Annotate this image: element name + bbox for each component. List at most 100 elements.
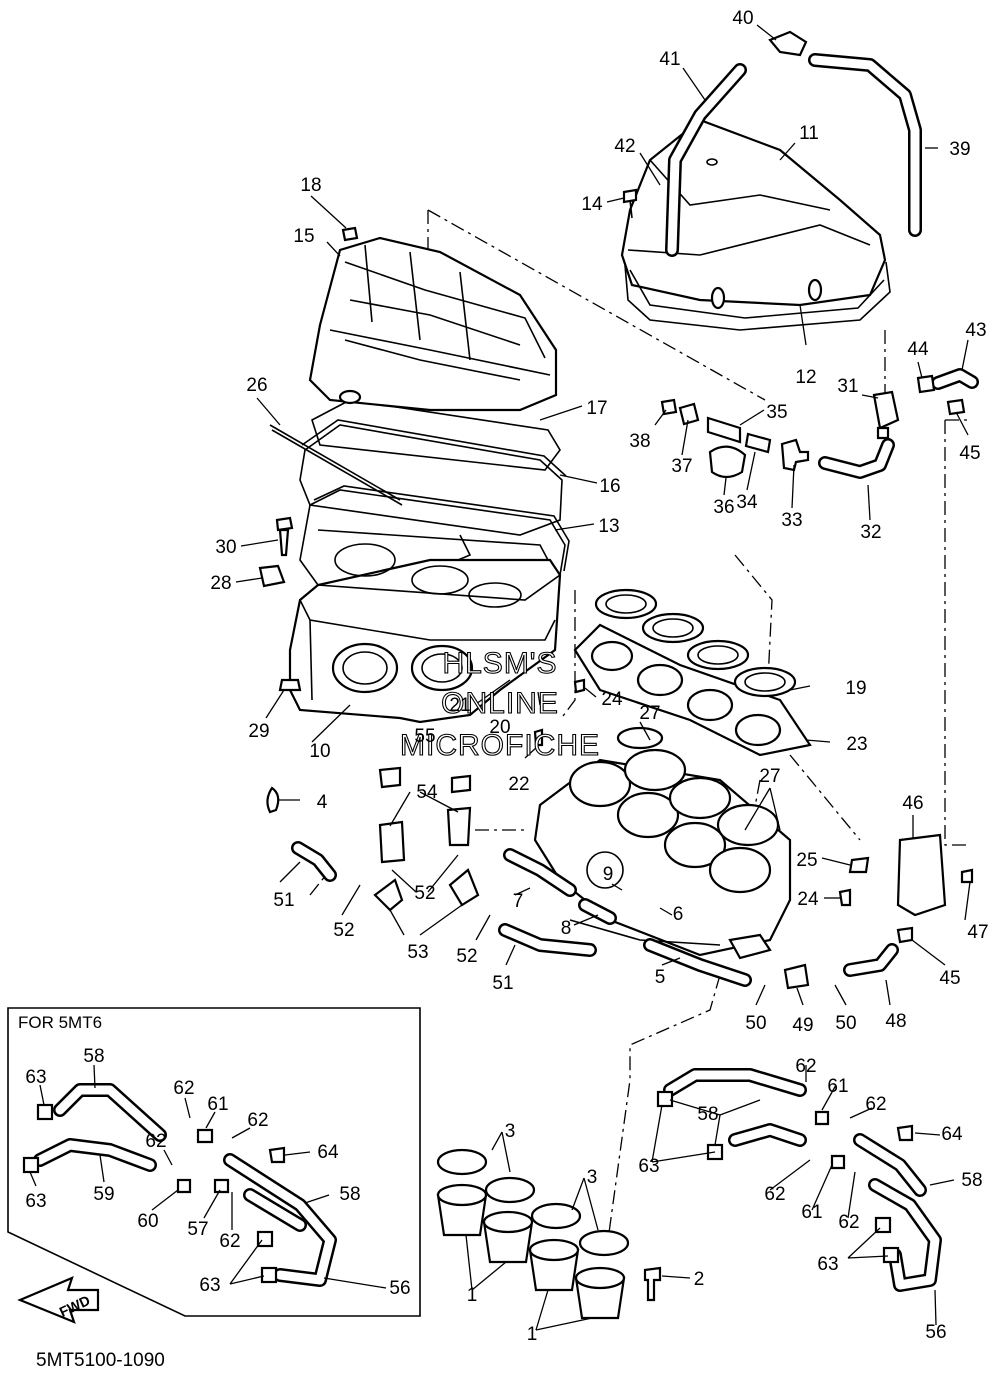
callout-62-inset-d: 62 (219, 1231, 240, 1252)
callout-42: 42 (614, 136, 635, 157)
callout-6: 6 (673, 904, 684, 925)
callout-25: 25 (796, 850, 817, 871)
callout-16: 16 (599, 476, 620, 497)
callout-1-upper: 1 (467, 1285, 478, 1306)
callout-28: 28 (210, 573, 231, 594)
intake-boots (436, 1148, 662, 1320)
callout-31: 31 (837, 376, 858, 397)
callout-52-right: 52 (456, 946, 477, 967)
callout-58-inset-top: 58 (83, 1046, 104, 1067)
callout-61-right-b: 61 (801, 1202, 822, 1223)
intake-hoses (291, 841, 899, 987)
callout-21: 21 (449, 695, 470, 716)
throttle-gasket-plate (573, 623, 812, 757)
callout-58-right-a: 58 (697, 1104, 718, 1125)
callout-32: 32 (860, 522, 881, 543)
callout-17: 17 (586, 398, 607, 419)
air-filter-case (288, 529, 562, 724)
callout-63-right-a: 63 (638, 1156, 659, 1177)
callout-63-inset-mid: 63 (25, 1191, 46, 1212)
callout-7: 7 (513, 891, 524, 912)
callout-62-inset-b: 62 (247, 1110, 268, 1131)
assembly-lines (309, 209, 970, 1241)
callout-51-upper: 51 (273, 890, 294, 911)
callout-50-right: 50 (835, 1013, 856, 1034)
callout-63-right-b: 63 (817, 1254, 838, 1275)
callout-33: 33 (781, 510, 802, 531)
callout-63-inset-top: 63 (25, 1067, 46, 1088)
throttle-body-assembly (533, 726, 792, 960)
callout-58-inset-right: 58 (339, 1184, 360, 1205)
callout-3-right: 3 (587, 1167, 598, 1188)
callout-12: 12 (795, 367, 816, 388)
callout-54: 54 (416, 782, 438, 803)
callout-47: 47 (967, 922, 988, 943)
callout-45-upper: 45 (959, 443, 980, 464)
callout-56-right: 56 (925, 1322, 946, 1343)
cover-gaskets (299, 399, 570, 601)
callout-13: 13 (598, 516, 619, 537)
callout-38: 38 (629, 431, 650, 452)
callout-64-inset: 64 (317, 1142, 339, 1163)
inset-5mt6 (7, 1007, 421, 1324)
callout-50-left: 50 (745, 1013, 766, 1034)
callout-48: 48 (885, 1011, 906, 1032)
breather-fittings (660, 368, 979, 479)
callout-62-inset-c: 62 (145, 1131, 166, 1152)
leader-lines (29, 24, 971, 1331)
callout-20: 20 (489, 717, 510, 738)
air-duct (620, 118, 891, 331)
callout-24-lower: 24 (797, 889, 819, 910)
watermark: HLSM'S ONLINE MICROFICHE (399, 646, 600, 762)
callout-9: 9 (603, 864, 614, 885)
callout-62-right-a: 62 (795, 1056, 816, 1077)
callout-2: 2 (694, 1269, 705, 1290)
callout-24-upper: 24 (601, 689, 623, 710)
callout-34: 34 (736, 492, 758, 513)
callout-39: 39 (949, 139, 970, 160)
inset-title: FOR 5MT6 (18, 1013, 102, 1032)
callout-19: 19 (845, 678, 866, 699)
callout-62-right-d: 62 (838, 1212, 859, 1233)
callout-23: 23 (846, 734, 867, 755)
callout-40: 40 (732, 8, 753, 29)
callout-18: 18 (300, 175, 321, 196)
callout-29: 29 (248, 721, 269, 742)
callout-63-inset-bottom: 63 (199, 1275, 220, 1296)
callout-51-lower: 51 (492, 973, 513, 994)
breather-hoses-top (622, 30, 922, 257)
sensor-46 (896, 833, 947, 917)
diagram-code: 5MT5100-1090 (36, 1350, 165, 1371)
callout-5: 5 (655, 967, 666, 988)
rod-26 (269, 424, 403, 506)
callout-36: 36 (713, 497, 734, 518)
watermark-line-2: ONLINE (441, 687, 559, 720)
callout-62-right-b: 62 (865, 1094, 886, 1115)
callout-14: 14 (581, 194, 603, 215)
callout-59: 59 (93, 1184, 114, 1205)
callout-37: 37 (671, 456, 692, 477)
callout-53: 53 (407, 942, 428, 963)
callout-55: 55 (414, 726, 435, 747)
callout-15: 15 (293, 226, 314, 247)
air-filter-cover (308, 226, 558, 412)
callout-64-right: 64 (941, 1124, 963, 1145)
callout-41: 41 (659, 49, 680, 70)
callout-3-left: 3 (505, 1121, 516, 1142)
callout-62-right-c: 62 (764, 1184, 785, 1205)
callout-27-upper: 27 (639, 703, 660, 724)
callout-labels: 40 41 39 11 42 14 18 15 12 43 44 31 45 2… (25, 8, 988, 1345)
callout-10: 10 (309, 741, 330, 762)
callout-49: 49 (792, 1015, 813, 1036)
mid-fittings (266, 678, 974, 990)
callout-45-lower: 45 (939, 968, 960, 989)
callout-57: 57 (187, 1219, 208, 1240)
callout-62-inset-a: 62 (173, 1078, 194, 1099)
callout-61-inset: 61 (207, 1094, 228, 1115)
callout-56-inset: 56 (389, 1278, 410, 1299)
throttle-rings (594, 588, 797, 698)
callout-60: 60 (137, 1211, 158, 1232)
callout-30: 30 (215, 537, 236, 558)
watermark-line-3: MICROFICHE (400, 729, 600, 762)
callout-58-right-b: 58 (961, 1170, 982, 1191)
